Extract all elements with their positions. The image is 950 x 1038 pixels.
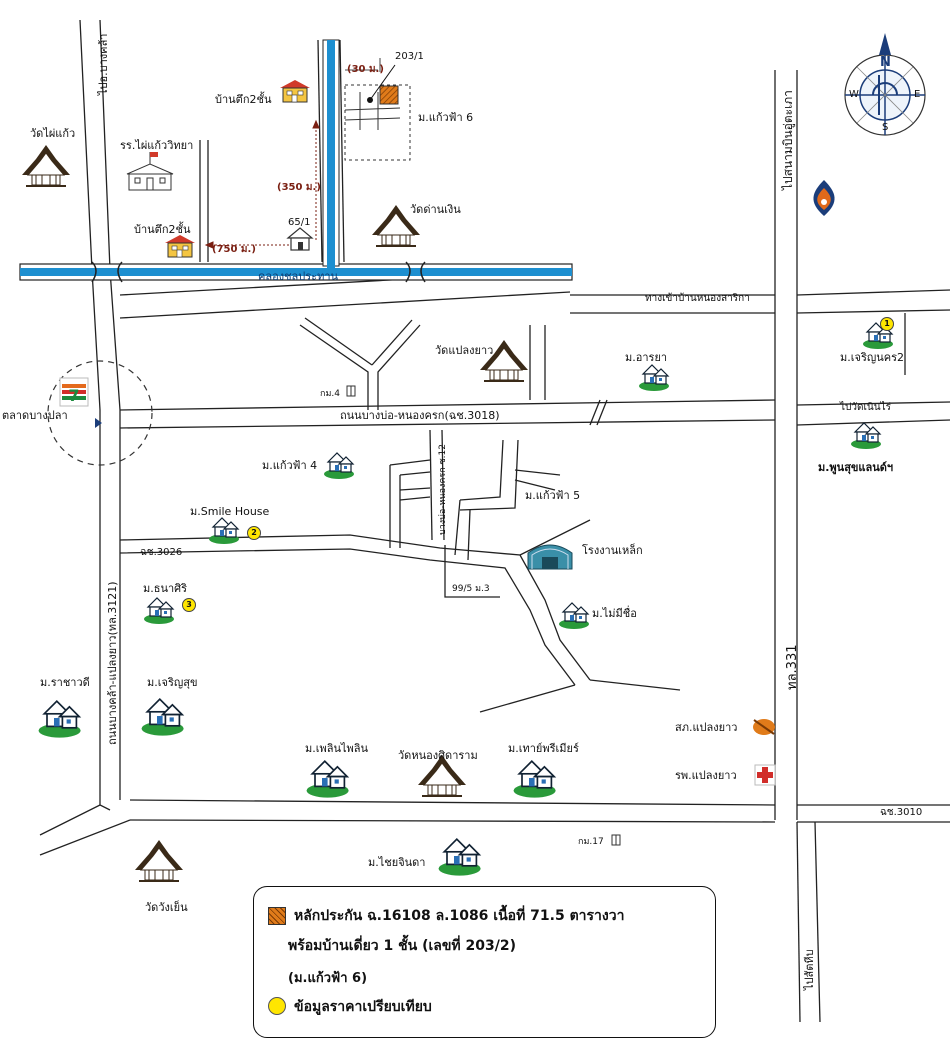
m-rachawadi-label: ม.ราชาวดี [40,676,90,689]
kaeofa6-subdivision [344,84,411,161]
to-sattahip-label: ไปสัตหีบ [803,949,816,990]
m-charoensuk-label: ม.เจริญสุข [147,676,198,689]
compass-s: S [882,122,889,133]
canal [19,39,573,283]
comparison-marker-1: 1 [880,317,894,331]
road-3010-label: ฉช.3010 [880,807,923,818]
temple-icon [21,144,71,187]
km17-label: กม.17 [578,837,604,847]
road-3026-label: ฉช.3026 [140,547,183,558]
hospital-label: รพ.แปลงยาว [675,769,737,782]
to-wat-noen-rai-label: ไปวัดเนินไร่ [840,402,891,413]
housing-estate-icon [143,597,175,625]
addr-99-label: 99/5 ม.3 [452,584,490,594]
district-label: สภ.แปลงยาว [675,721,738,734]
hospital-icon [754,764,776,786]
m-araya-label: ม.อารยา [625,351,668,364]
east-road-label: ทล.331 [785,644,800,690]
housing-estate-icon [850,422,882,450]
factory-icon [527,544,573,570]
m-no-name-label: ม.ไม่มีชื่อ [592,607,637,620]
housing-estate-icon [558,602,590,630]
compass-n: N [880,55,891,70]
main-road-label: ถนนบางบ่อ-หนองครก(ฉช.3018) [340,409,500,422]
nong-sarika-label: ทางเข้าบ้านหนองสาริกา [645,293,750,304]
gas-station-icon [813,180,835,216]
housing-estate-icon [140,698,185,737]
m-premier-label: ม.เทาย์พรีเมียร์ [508,742,579,755]
housing-estate-icon [208,517,240,545]
m-kaeofa4-label: ม.แก้วฟ้า 4 [262,459,318,472]
school-icon [126,152,174,191]
m-thanasiri-label: ม.ธนาศิริ [143,582,188,595]
plot-203-label: 203/1 [395,51,424,62]
legend-box: หลักประกัน ฉ.16108 ล.1086 เนื้อที่ 71.5 … [253,886,716,1038]
m-chaicharoen-label: ม.ไชยจินดา [368,856,426,869]
wat-phai-kaeo-label: วัดไผ่แก้ว [30,127,76,140]
km-post-icon [346,385,356,397]
m-kaeofa5-label: ม.แก้วฟ้า 5 [525,489,581,502]
school-label: รร.ไผ่แก้ววิทยา [120,139,194,152]
two-story-house-icon [164,234,196,258]
house-651-icon [286,227,314,251]
comparison-marker-3: 3 [182,598,196,612]
legend-line-4: ข้อมูลราคาเปรียบเทียบ [294,999,432,1015]
wat-plaeng-yao-label: วัดแปลงยาว [435,344,494,357]
compass-e: E [914,89,921,100]
distance-350-label: (350 ม.) [277,182,321,193]
wat-nong-sida-label: วัดหนองศิดาราม [398,749,478,762]
comparison-marker-2: 2 [247,526,261,540]
collateral-plot [379,85,399,105]
kaeofa6-label: ม.แก้วฟ้า 6 [418,111,474,124]
to-u-tapao-label: ไปสนามบินอู่ตะเภา [781,90,795,190]
compass-rose [844,33,926,136]
house-2f-a-label: บ้านตึก2ชั้น [215,93,272,106]
m-smile-label: ม.Smile House [190,505,270,518]
housing-estate-icon [638,364,670,392]
housing-estate-icon [305,760,350,799]
west-road-label: ถนนบางคล้า-แปลงยาว(ทล.3121) [106,581,119,745]
m-phunsuk-label: ม.พูนสุขแลนด์ฯ [818,461,894,474]
seven-eleven-icon: 7 [59,377,89,407]
police-icon [753,719,775,735]
distance-30-label: (30 ม.) [347,64,384,75]
km-post-icon [611,834,621,846]
temple-icon [134,839,184,882]
compass-w: W [849,89,859,100]
m-ploen-label: ม.เพลินไพลิน [305,742,369,755]
wat-wang-yen-label: วัดวังเย็น [145,901,188,914]
legend-line-2: พร้อมบ้านเดี่ยว 1 ชั้น (เลขที่ 203/2) [288,938,516,954]
housing-estate-icon [437,838,482,877]
housing-estate-icon [512,760,557,799]
soi12-label: บางบ่อ-หนองครก ซ.12 [438,444,448,535]
two-story-house-icon [279,79,311,103]
wat-dan-ngoen-label: วัดด่านเงิน [410,203,461,216]
to-bang-khla-label: ไปอ.บางคล้า [97,33,110,95]
housing-estate-icon [323,452,355,480]
legend-line-1: หลักประกัน ฉ.16108 ล.1086 เนื้อที่ 71.5 … [294,908,625,924]
m-charoen-nakhon-label: ม.เจริญนคร2 [840,351,905,364]
canal-label: คลองชลประทาน [258,270,339,283]
legend-line-3: (ม.แก้วฟ้า 6) [288,971,368,986]
market-zone [47,360,153,466]
svg-text:7: 7 [68,386,79,405]
house-651-label: 65/1 [288,217,311,228]
km4-label: กม.4 [320,389,340,399]
house-2f-b-label: บ้านตึก2ชั้น [134,223,191,236]
distance-750-label: (750 ม.) [212,244,256,255]
factory-label: โรงงานเหล็ก [582,544,643,557]
market-label: ตลาดบางปลา [2,409,68,422]
road-network [39,19,950,1022]
comparison-swatch [268,997,286,1015]
collateral-swatch [268,907,286,925]
housing-estate-icon [37,700,82,739]
